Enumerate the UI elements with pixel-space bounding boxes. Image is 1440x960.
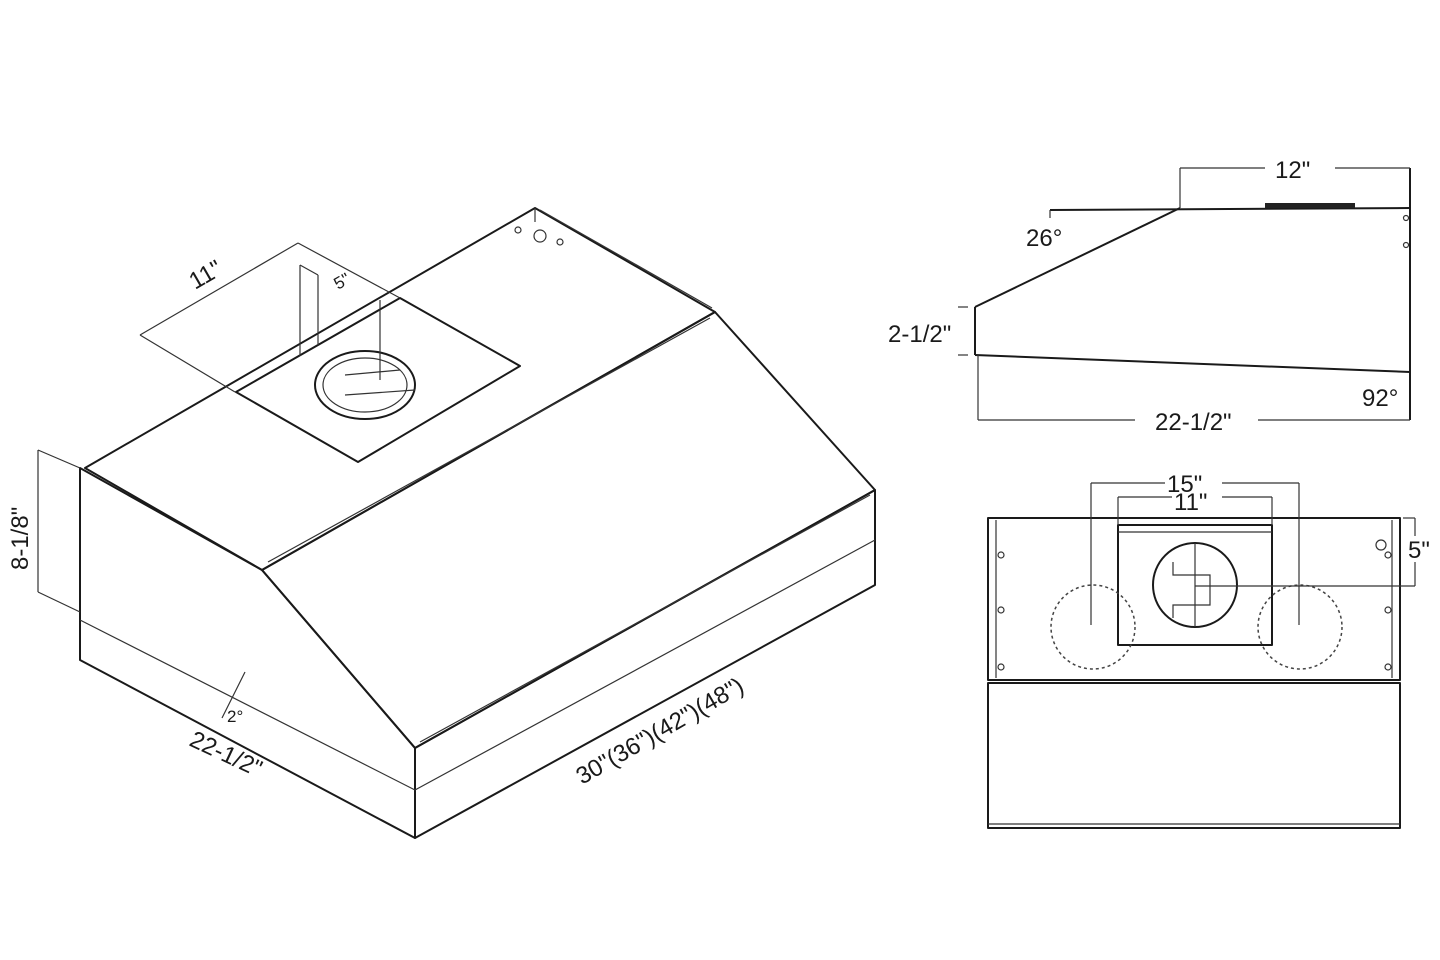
iso-bottom-angle-label: 2° bbox=[227, 707, 243, 726]
top-outer-spacing-label: 15" bbox=[1167, 471, 1202, 498]
hood-top-panel bbox=[84, 207, 716, 571]
side-depth-label: 22-1/2" bbox=[1155, 409, 1232, 436]
iso-duct-offset-label: 5" bbox=[331, 269, 354, 293]
iso-height-label: 8-1/8" bbox=[7, 507, 34, 570]
iso-duct-width-label: 11" bbox=[185, 255, 227, 295]
duct-mount-plate bbox=[1117, 524, 1273, 646]
front-view-body bbox=[987, 682, 1401, 829]
top-duct-offset-label: 5" bbox=[1408, 537, 1430, 564]
hood-sloped-front bbox=[261, 311, 876, 749]
hood-front-lip bbox=[414, 489, 876, 839]
top-duct-width-label: 11" bbox=[1174, 489, 1207, 516]
side-top-length-label: 12" bbox=[1275, 157, 1310, 184]
side-front-height-label: 2-1/2" bbox=[888, 321, 951, 348]
duct-collar bbox=[314, 350, 416, 420]
blower-right-circle bbox=[1257, 584, 1343, 670]
hood-left-side bbox=[79, 467, 416, 839]
duct-opening bbox=[235, 297, 521, 463]
blower-left-circle bbox=[1050, 584, 1136, 670]
isometric-view: 11" 5" 8-1/8" 2° 22-1/2" 30"(36")(42")(4… bbox=[7, 207, 876, 839]
top-view-body bbox=[987, 517, 1401, 681]
side-view: 12" 26° 2-1/2" 92° 22-1/2" bbox=[888, 157, 1411, 436]
side-rear-angle-label: 92° bbox=[1362, 385, 1398, 412]
top-view: 15" 11" 5" bbox=[987, 471, 1430, 829]
iso-depth-label: 22-1/2" bbox=[185, 726, 266, 783]
side-slope-angle-label: 26° bbox=[1026, 225, 1062, 252]
